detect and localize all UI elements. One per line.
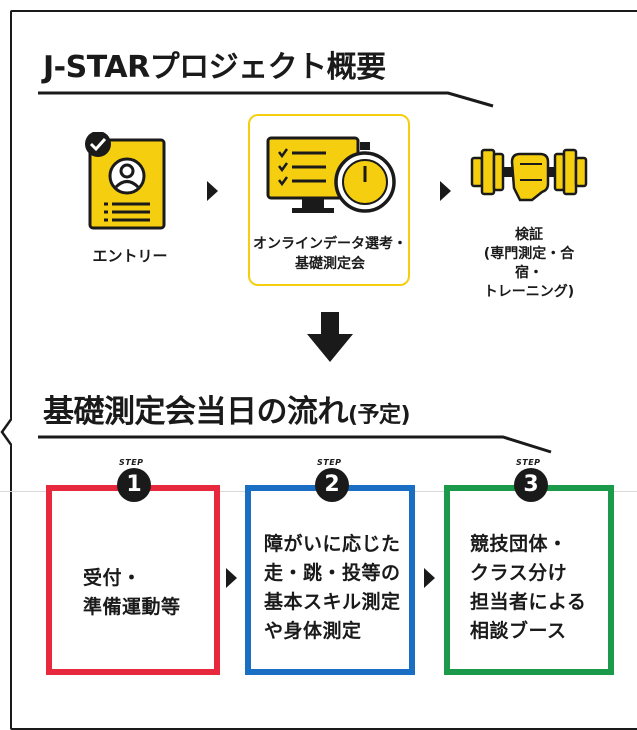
overview-step-label-verify: 検証 (専門測定・合宿・ トレーニング) [483, 227, 575, 300]
arrow-down-icon [307, 312, 353, 362]
flow-title-main: 基礎測定会当日の流れ [43, 394, 349, 430]
overview-title: J-STARプロジェクト概要 [43, 50, 386, 85]
arrow-right-icon [207, 181, 218, 201]
step-2-word: STEP [317, 458, 342, 467]
step-2-box [245, 485, 415, 675]
flow-title-suffix: (予定) [348, 403, 411, 428]
overview-step-label-entry: エントリー [92, 247, 168, 265]
frame-notch [0, 418, 12, 446]
arrow-right-icon [440, 181, 451, 201]
flow-title-underline [38, 435, 552, 454]
step-3-word: STEP [516, 458, 541, 467]
step-1-text: 受付・ 準備運動等 [83, 567, 181, 618]
step-3-text: 競技団体・ クラス分け 担当者による 相談ブース [470, 533, 587, 642]
flow-title: 基礎測定会当日の流れ(予定) [43, 386, 411, 431]
step-1-number: 1 [117, 468, 151, 502]
document-person-icon [85, 132, 166, 230]
dumbbell-icon [470, 148, 588, 202]
arrow-right-icon [226, 568, 237, 588]
step-2-number: 2 [315, 468, 349, 502]
step-3-number: 3 [514, 468, 548, 502]
overview-title-underline [38, 91, 494, 108]
step-2-text: 障がいに応じた 走・跳・投等の 基本スキル測定 や身体測定 [264, 533, 401, 642]
step-1-word: STEP [119, 458, 144, 467]
overview-step-label-online: オンラインデータ選考・ 基礎測定会 [253, 236, 407, 272]
monitor-stopwatch-icon [266, 136, 396, 213]
overview-step-highlight-box [248, 114, 410, 286]
arrow-right-icon [424, 568, 435, 588]
step-1-box [46, 485, 220, 675]
